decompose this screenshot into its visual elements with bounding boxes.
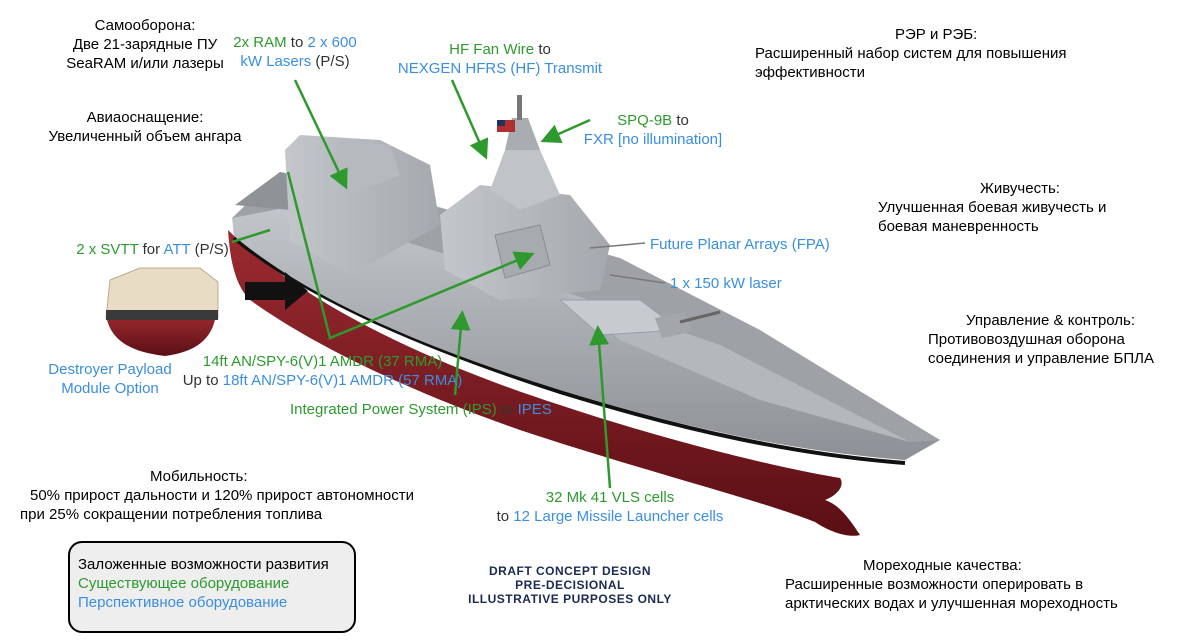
aft-superstructure — [285, 135, 440, 275]
survivability-block: Живучесть: Улучшенная боевая живучесть и… — [870, 179, 1170, 236]
draft-line-1: DRAFT CONCEPT DESIGN — [488, 564, 651, 578]
payload-line-1: Destroyer Payload — [48, 361, 172, 378]
ips-label: Integrated Power System (IPS) to IPES — [290, 400, 552, 419]
self-defense-block: Самооборона: Две 21-зарядные ПУ SeaRAM и… — [40, 16, 250, 73]
survivability-line-2: боевая маневренность — [878, 218, 1039, 235]
draft-notice: DRAFT CONCEPT DESIGN PRE-DECISIONAL ILLU… — [440, 564, 700, 606]
amdr-existing: 14ft AN/SPY-6(V)1 AMDR (37 RMA) — [202, 353, 443, 370]
pointer-fpa — [589, 242, 646, 249]
pointer-ips — [450, 310, 471, 396]
ram-label: 2x RAM to 2 x 600 kW Lasers (P/S) — [225, 33, 365, 71]
pointer-spq — [540, 118, 591, 144]
self-defense-line-1: Две 21-зарядные ПУ — [72, 36, 218, 53]
pointer-vls — [589, 325, 612, 489]
payload-label: Destroyer Payload Module Option — [40, 360, 180, 398]
seakeeping-title: Мореходные качества: — [863, 557, 1022, 574]
seakeeping-line-2: арктических водах и улучшенная мореходно… — [785, 595, 1118, 612]
ram-ps: (P/S) — [311, 53, 350, 70]
aviation-block: Авиаоснащение: Увеличенный объем ангара — [20, 108, 270, 146]
aviation-line-1: Увеличенный объем ангара — [48, 128, 242, 145]
hf-existing: HF Fan Wire — [449, 41, 535, 58]
ew-block: РЭР и РЭБ: Расширенный набор систем для … — [755, 25, 1105, 82]
spq-to: to — [672, 112, 689, 129]
payload-module-hull — [106, 315, 216, 356]
self-defense-title: Самооборона: — [94, 17, 196, 34]
aviation-title: Авиаоснащение: — [86, 109, 204, 126]
pointer-amdr — [286, 171, 535, 340]
ram-future: 2 x 600 — [307, 34, 357, 51]
self-defense-line-2: SeaRAM и/или лазеры — [66, 55, 224, 72]
vls-label: 32 Mk 41 VLS cells to 12 Large Missile L… — [490, 488, 730, 526]
survivability-line-1: Улучшенная боевая живучесть и — [878, 199, 1107, 216]
legend-line-1: Заложенные возможности развития — [78, 556, 329, 573]
boot-top — [232, 236, 906, 465]
pointer-hf — [450, 79, 489, 160]
command-line-1: Противовоздушная оборона — [928, 331, 1125, 348]
svtt-future: ATT — [163, 241, 191, 258]
svtt-ps: (P/S) — [190, 241, 229, 258]
payload-module-band — [106, 310, 218, 320]
vls-existing: 32 Mk 41 VLS cells — [545, 489, 675, 506]
payload-line-2: Module Option — [61, 380, 159, 397]
draft-line-3: ILLUSTRATIVE PURPOSES ONLY — [468, 592, 672, 606]
amdr-up-to: Up to — [182, 372, 223, 389]
hf-label: HF Fan Wire to NEXGEN HFRS (HF) Transmit — [395, 40, 605, 78]
direction-arrow — [245, 272, 308, 310]
ips-to: to — [496, 401, 518, 418]
command-title: Управление & контроль: — [966, 312, 1136, 329]
amdr-label: 14ft AN/SPY-6(V)1 AMDR (37 RMA) Up to 18… — [180, 352, 465, 390]
gun-mount — [655, 312, 692, 338]
mast-pole — [517, 95, 522, 120]
ew-title: РЭР и РЭБ: — [895, 26, 978, 43]
pointer-svtt — [231, 228, 271, 244]
spq-future: FXR [no illumination] — [583, 131, 723, 148]
svtt-existing: 2 x SVTT — [76, 241, 139, 258]
vls-future: 12 Large Missile Launcher cells — [513, 508, 724, 525]
fpa-label: Future Planar Arrays (FPA) — [650, 236, 830, 253]
mobility-line-2: при 25% сокращении потребления топлива — [20, 506, 323, 523]
survivability-title: Живучесть: — [980, 180, 1060, 197]
draft-line-2: PRE-DECISIONAL — [515, 578, 625, 592]
pointer-laser — [609, 274, 666, 284]
svtt-for: for — [138, 241, 164, 258]
svtt-label: 2 x SVTT for ATT (P/S) — [70, 240, 235, 259]
spq-existing: SPQ-9B — [617, 112, 673, 129]
ram-existing: 2x RAM — [233, 34, 287, 51]
ips-existing: Integrated Power System (IPS) — [290, 401, 497, 418]
laser-label: 1 x 150 kW laser — [670, 275, 782, 292]
main-mast — [490, 150, 560, 210]
ips-future: IPES — [517, 401, 552, 418]
mobility-block: Мобильность: 50% прирост дальности и 120… — [20, 467, 460, 524]
legend-box: Заложенные возможности развития Существу… — [68, 541, 356, 633]
legend-existing: Существующее оборудование — [78, 575, 290, 592]
command-block: Управление & контроль: Противовоздушная … — [928, 311, 1190, 368]
hull-lower — [228, 230, 860, 536]
ew-line-2: эффективности — [755, 64, 866, 81]
hf-future: NEXGEN HFRS (HF) Transmit — [397, 60, 603, 77]
ram-to: to — [286, 34, 308, 51]
legend-future: Перспективное оборудование — [78, 594, 288, 611]
seakeeping-block: Мореходные качества: Расширенные возможн… — [785, 556, 1155, 613]
ram-future-2: kW Lasers — [240, 53, 312, 70]
vls-to: to — [496, 508, 514, 525]
spq-label: SPQ-9B to FXR [no illumination] — [578, 111, 728, 149]
amdr-future: 18ft AN/SPY-6(V)1 AMDR (57 RMA) — [222, 372, 463, 389]
seakeeping-line-1: Расширенные возможности оперировать в — [785, 576, 1084, 593]
ew-line-1: Расширенный набор систем для повышения — [755, 45, 1067, 62]
hf-to: to — [534, 41, 551, 58]
mobility-line-1: 50% прирост дальности и 120% прирост авт… — [30, 487, 414, 504]
pointer-ram — [293, 79, 348, 190]
command-line-2: соединения и управление БПЛА — [928, 350, 1154, 367]
mobility-title: Мобильность: — [150, 468, 248, 485]
